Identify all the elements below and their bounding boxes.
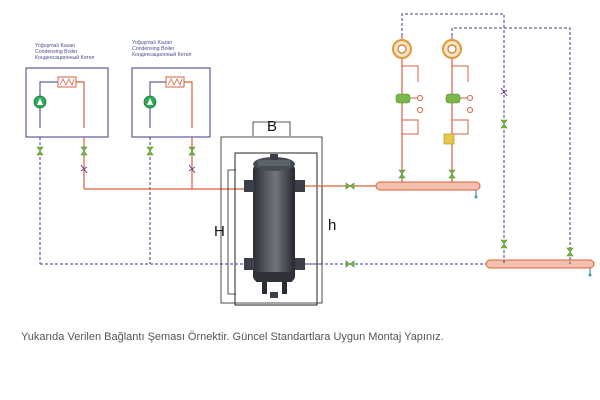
- boiler-1-label-line-1: Yoğuşmalı Kazan: [35, 43, 75, 49]
- check-valve-icon: [500, 87, 508, 97]
- dimension-small-h-label: h: [328, 217, 336, 234]
- drain-valve-icon: [474, 195, 478, 199]
- flange-left-top: [244, 180, 254, 192]
- boiler-1-return-line: [39, 81, 58, 128]
- boiler-1: Yoğuşmalı Kazan Condensing Boiler Конден…: [25, 43, 109, 264]
- valve-icon: [398, 169, 406, 179]
- dimension-b-label: B: [267, 118, 277, 135]
- diagram-caption: Yukarıda Verilen Bağlantı Şeması Örnekti…: [21, 331, 444, 343]
- heating-circuit-2: [442, 27, 571, 264]
- valve-icon: [80, 146, 88, 156]
- gauge-icon: [392, 39, 412, 59]
- pump-icon: [395, 93, 411, 104]
- boiler-1-label-line-3: Конденсационный Котел: [35, 54, 94, 61]
- boiler-2-label-line-1: Yoğuşmalı Kazan: [132, 40, 172, 46]
- valve-icon: [345, 260, 355, 268]
- dimension-b-line: [252, 121, 291, 136]
- valve-icon: [500, 119, 508, 129]
- flange-left-bottom: [244, 258, 254, 270]
- valve-icon: [566, 247, 574, 257]
- balancing-valve-icon: [443, 133, 455, 145]
- boiler-2-frame: [131, 67, 211, 138]
- separator-tank-body: [253, 164, 295, 282]
- separator-outline-outer: [234, 152, 318, 306]
- pump-icon: [143, 95, 157, 109]
- valve-icon: [36, 146, 44, 156]
- gauge-icon: [442, 39, 462, 59]
- hydraulic-separator: B H h: [214, 118, 336, 306]
- pump-icon: [445, 93, 461, 104]
- valve-icon: [345, 182, 355, 190]
- boiler-1-frame: [25, 67, 109, 138]
- boiler-2: Yoğuşmalı Kazan Condensing Boiler Конден…: [131, 40, 211, 264]
- heat-exchanger-icon: [57, 76, 77, 88]
- heating-circuit-1: [392, 13, 505, 264]
- dimension-h-line: [227, 169, 236, 295]
- boiler-2-return-line: [149, 81, 166, 128]
- boiler-2-label-line-2: Condensing Boiler: [132, 46, 175, 52]
- heat-exchanger-icon: [165, 76, 185, 88]
- boiler-1-supply-line: [76, 81, 85, 128]
- dimension-small-h-line: [308, 185, 323, 265]
- supply-collector: [375, 181, 481, 191]
- pump-icon: [33, 95, 47, 109]
- flange-right-bottom: [295, 258, 305, 270]
- return-collector: [485, 259, 595, 269]
- dimension-h-label: H: [214, 223, 225, 240]
- separator-leg: [282, 282, 287, 294]
- flange-right-top: [295, 180, 305, 192]
- valve-icon: [146, 146, 154, 156]
- separator-leg: [262, 282, 267, 294]
- valve-icon: [188, 146, 196, 156]
- boiler-1-label-line-2: Condensing Boiler: [35, 49, 78, 55]
- boiler-2-supply-line: [184, 81, 193, 128]
- drain-valve-icon: [588, 273, 592, 277]
- valve-icon: [448, 169, 456, 179]
- boiler-2-label-line-3: Конденсационный Котел: [132, 51, 191, 58]
- valve-icon: [500, 239, 508, 249]
